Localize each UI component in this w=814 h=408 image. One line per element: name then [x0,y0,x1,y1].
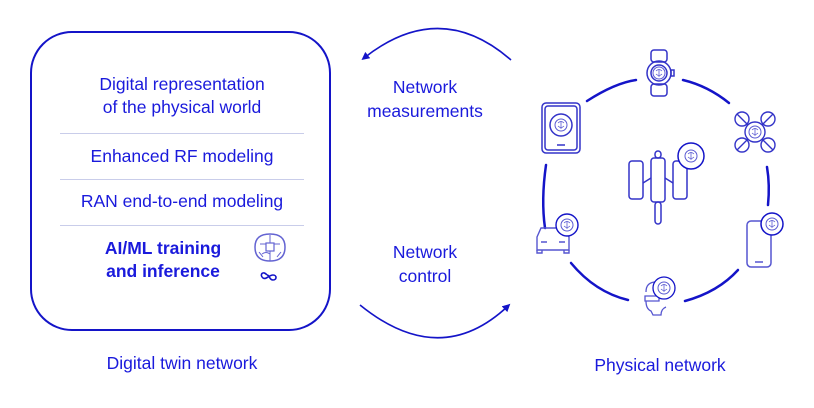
physical-network-ring [542,78,771,303]
control-arrow [359,303,511,339]
flow-line: Network [392,77,458,97]
smartphone-icon [746,212,784,268]
item-line: and inference [106,261,220,281]
item-line: Digital representation [99,74,265,94]
twin-item-rf-modeling: Enhanced RF modeling [90,146,274,166]
network-measurements-label: Network measurements [355,75,495,123]
smartwatch-icon [646,49,675,97]
vr-headset-icon [644,276,676,316]
divider [60,225,304,226]
flow-line: measurements [367,101,483,121]
measurements-arrow [361,27,512,61]
twin-item-aiml: AI/ML training and inference [88,237,238,283]
twin-item-ran-modeling: RAN end-to-end modeling [80,191,284,211]
digital-twin-box [30,31,331,331]
drone-icon [734,111,776,153]
item-line: AI/ML training [104,238,222,258]
flow-line: control [398,266,452,286]
divider [60,133,304,134]
satellite-icon [628,142,705,225]
twin-item-digital-representation: Digital representation of the physical w… [60,73,304,119]
brain-infinity-icon [254,233,286,281]
divider [60,179,304,180]
car-icon [536,213,579,254]
physical-network-caption: Physical network [594,355,726,375]
digital-twin-caption: Digital twin network [106,353,258,373]
network-control-label: Network control [355,240,495,288]
item-line: of the physical world [102,97,262,117]
flow-line: Network [392,242,458,262]
tablet-icon [541,102,581,154]
